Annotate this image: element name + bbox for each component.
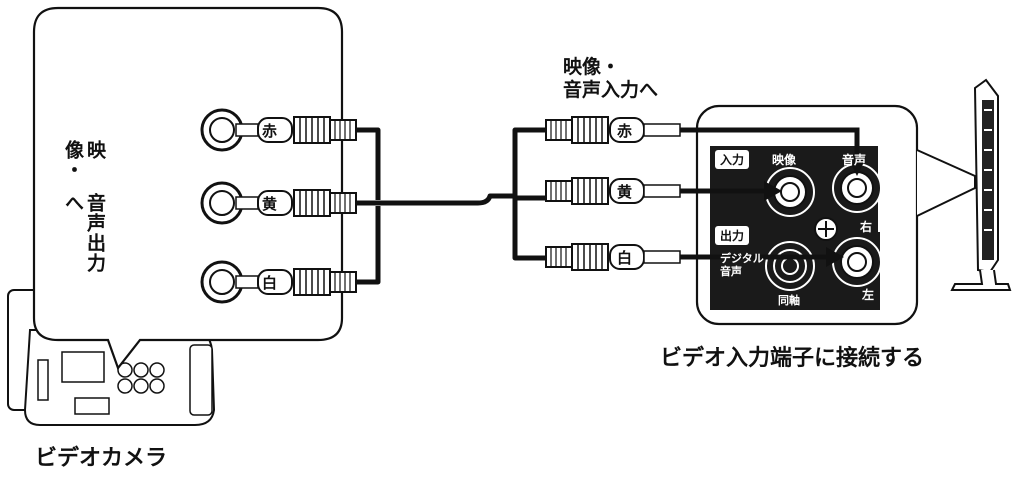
tv-side-view bbox=[950, 78, 1012, 291]
camera-jack-yellow bbox=[200, 181, 244, 225]
tv-coax-label: 同軸 bbox=[778, 294, 800, 307]
arrowheads bbox=[764, 158, 866, 267]
left-plug-label-white: 白 bbox=[262, 274, 278, 292]
left-plug-white bbox=[235, 268, 357, 296]
tv-audio-left-jack bbox=[832, 237, 882, 287]
tv-video-label: 映像 bbox=[772, 153, 797, 167]
camcorder-illustration bbox=[7, 289, 216, 426]
tv-audio-label-partial: 音声 bbox=[842, 153, 867, 167]
av-cable bbox=[356, 127, 546, 285]
camera-output-label-line1: 映像・ bbox=[62, 140, 106, 180]
tv-right-label: 右 bbox=[860, 220, 873, 234]
tv-ground-icon bbox=[814, 217, 838, 241]
camera-output-label-line2: 音声出力へ bbox=[62, 192, 106, 273]
tv-terminal-callout bbox=[695, 104, 976, 326]
camera-jack-red bbox=[200, 108, 244, 152]
right-plug-red bbox=[545, 116, 681, 144]
right-plug-label-white: 白 bbox=[617, 249, 633, 267]
left-plug-red bbox=[235, 116, 357, 144]
tv-caption: ビデオ入力端子に接続する bbox=[660, 346, 925, 371]
tv-input-badge: 入力 bbox=[715, 150, 750, 169]
tv-audio-right-jack bbox=[832, 163, 882, 213]
tv-video-jack bbox=[765, 167, 815, 217]
cable-input-label-line1: 映像・ bbox=[563, 56, 621, 78]
left-plug-yellow bbox=[235, 189, 357, 217]
tv-left-label: 左 bbox=[862, 288, 875, 302]
cable-input-label-line2: 音声入力へ bbox=[563, 79, 659, 101]
camera-label: ビデオカメラ bbox=[35, 446, 168, 471]
camera-output-label: 映像・ 音声出力へ bbox=[62, 140, 106, 280]
right-plug-yellow bbox=[545, 177, 681, 205]
connection-arrows bbox=[680, 127, 860, 260]
right-plug-label-yellow: 黄 bbox=[617, 183, 633, 201]
right-plug-white bbox=[545, 243, 681, 271]
tv-coax-jack bbox=[765, 241, 815, 291]
left-plug-label-yellow: 黄 bbox=[262, 195, 278, 213]
right-plug-label-red: 赤 bbox=[617, 122, 633, 140]
tv-output-badge: 出力 bbox=[715, 226, 750, 245]
tv-digital-audio-label: デジタル音声 bbox=[720, 252, 764, 278]
left-plug-label-red: 赤 bbox=[262, 122, 278, 140]
